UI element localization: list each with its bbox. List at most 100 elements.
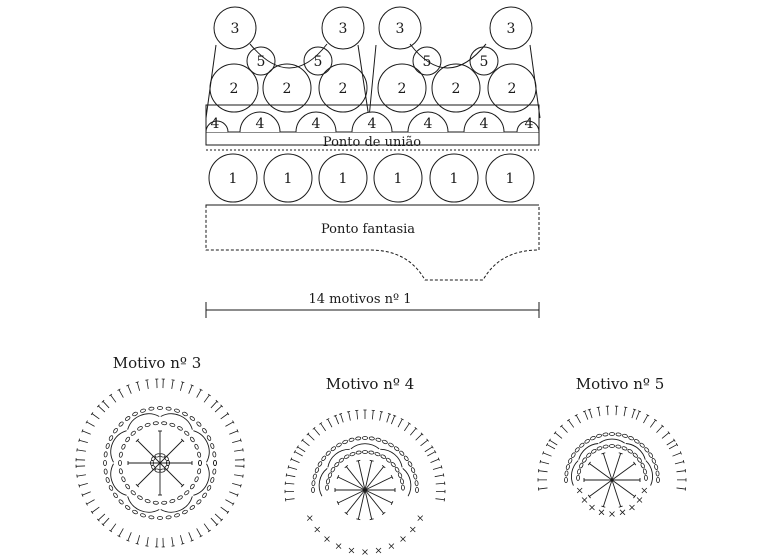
stitch-top-bar xyxy=(336,501,340,506)
fan-stitch xyxy=(643,415,649,424)
chain-stitch xyxy=(388,442,394,448)
motif-4-half-circle xyxy=(463,111,505,133)
chain-stitch xyxy=(640,462,645,469)
stitch-top-bar xyxy=(301,438,304,442)
stitch-top-bar xyxy=(287,465,290,469)
chain-arch xyxy=(160,496,193,513)
chain-stitch xyxy=(334,461,340,468)
chain-stitch xyxy=(132,411,138,417)
double-crochet-stitch xyxy=(364,476,393,491)
stitch-top-bar xyxy=(601,452,606,455)
stitch-top-bar xyxy=(96,404,100,408)
stitch-top-bar xyxy=(190,384,194,387)
stitch-top-bar xyxy=(400,418,404,421)
chain-stitch xyxy=(336,442,342,448)
motif-4-label: 4 xyxy=(256,116,265,132)
chain-stitch xyxy=(165,406,172,411)
chain-stitch xyxy=(113,492,118,499)
chain-stitch xyxy=(130,490,136,496)
motif-2-circle xyxy=(377,63,427,113)
fan-stitch xyxy=(615,406,617,416)
motif-4-label: 4 xyxy=(368,116,377,132)
chain-arch xyxy=(350,443,380,450)
chain-arch xyxy=(127,496,160,513)
stitch-top-bar xyxy=(587,461,591,466)
fan-stitch xyxy=(220,506,229,513)
motif-5-label: 5 xyxy=(314,54,323,70)
chain-stitch xyxy=(311,487,315,494)
stitch-top-bar xyxy=(81,429,84,433)
stitch-top-bar xyxy=(145,545,149,547)
stitch-top-bar xyxy=(293,450,296,454)
fan-stitch xyxy=(102,401,110,409)
motif-2-circle xyxy=(209,63,259,113)
stitch-top-bar xyxy=(207,529,211,533)
stitch-top-bar xyxy=(220,404,224,408)
stitch-top-bar xyxy=(545,442,549,447)
chain-stitch xyxy=(579,442,585,448)
chain-stitch xyxy=(325,484,329,491)
chain-stitch xyxy=(637,457,642,463)
chain-stitch xyxy=(327,472,333,479)
fan-stitch xyxy=(297,446,306,453)
chain-stitch xyxy=(355,450,362,455)
single-crochet-stitch xyxy=(576,487,583,494)
fan-stitch xyxy=(171,379,174,389)
fan-stitch xyxy=(171,537,174,547)
motif-3-circle xyxy=(489,6,533,50)
chain-stitch xyxy=(118,451,123,458)
fan-stitch xyxy=(188,532,193,541)
chain-stitch xyxy=(166,459,170,466)
chain-stitch xyxy=(390,461,396,468)
schematic-outline-mid-right xyxy=(368,44,377,119)
chain-stitch xyxy=(161,500,168,505)
stitch-top-bar xyxy=(232,420,235,424)
chain-stitch xyxy=(202,492,207,499)
fan-stitch xyxy=(549,439,558,446)
chain-stitch xyxy=(414,480,419,487)
fan-stitch xyxy=(348,411,351,421)
stitch-top-bar xyxy=(437,457,440,461)
fan-stitch xyxy=(649,419,656,428)
chain-stitch xyxy=(654,464,659,470)
chain-stitch xyxy=(169,422,176,427)
chain-stitch xyxy=(577,468,582,475)
chain-stitch xyxy=(184,430,190,436)
double-crochet-stitch xyxy=(337,476,366,491)
chain-stitch xyxy=(382,439,388,445)
fan-stitch xyxy=(229,491,238,496)
stitch-top-bar xyxy=(226,510,230,514)
chain-stitch xyxy=(125,483,130,490)
fan-stitch xyxy=(79,439,88,444)
fan-stitch xyxy=(546,444,556,450)
chain-stitch xyxy=(393,446,400,452)
stitch-top-bar xyxy=(96,518,100,522)
stitch-top-bar xyxy=(633,461,637,466)
double-crochet-stitch xyxy=(137,440,161,464)
stitch-top-bar xyxy=(306,432,310,436)
stitch-top-bar xyxy=(78,438,80,442)
fan-stitch xyxy=(390,415,396,425)
stitch-top-bar xyxy=(559,424,563,428)
fan-stitch xyxy=(404,423,410,432)
stitch-top-bar xyxy=(587,408,591,411)
fan-stitch xyxy=(118,528,124,537)
motif-4-title: Motivo nº 4 xyxy=(326,375,415,393)
motif-1-circle xyxy=(373,153,423,203)
chain-stitch xyxy=(118,459,122,466)
stitch-top-bar xyxy=(381,464,386,469)
stitch-top-bar xyxy=(633,408,637,411)
stitch-top-bar xyxy=(618,452,623,455)
fan-stitch xyxy=(561,425,568,433)
single-crochet-stitch xyxy=(589,504,595,511)
chain-stitch xyxy=(182,509,188,515)
motif-1-circle xyxy=(318,153,368,203)
fan-stitch xyxy=(146,537,149,547)
motif-2-label: 2 xyxy=(508,81,517,97)
fan-stitch xyxy=(415,433,423,441)
single-crochet-stitch xyxy=(417,515,424,521)
fan-stitch xyxy=(397,418,403,428)
stitch-top-bar xyxy=(117,388,121,391)
stitch-top-bar xyxy=(312,427,316,430)
motif-1-circle xyxy=(429,153,479,203)
